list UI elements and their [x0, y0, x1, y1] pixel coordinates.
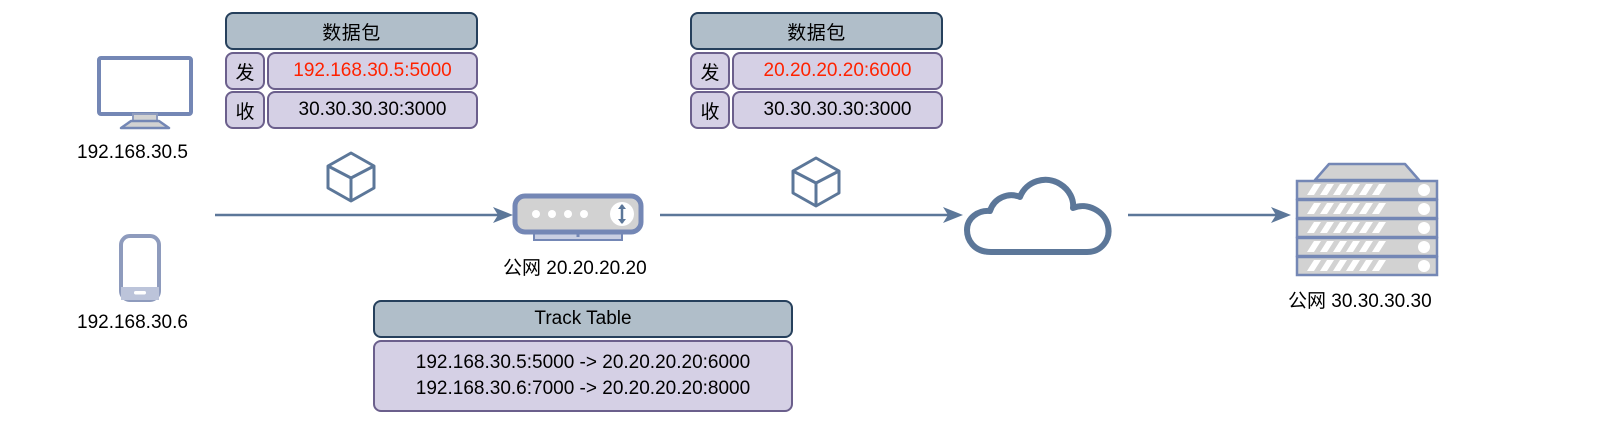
arrow-client-to-router: [215, 203, 515, 227]
packet-table-1-row-1-value: 30.30.30.30:3000: [267, 91, 478, 129]
track-table-body: 192.168.30.5:5000 -> 20.20.20.20:6000 19…: [373, 340, 793, 412]
server-rack-icon: [1293, 160, 1441, 278]
packet-cube-1-icon: [325, 150, 377, 203]
cloud-icon: [963, 170, 1118, 260]
track-table-entry-0: 192.168.30.5:5000 -> 20.20.20.20:6000: [415, 352, 751, 373]
arrow-router-to-cloud: [660, 203, 965, 227]
router-label: 公网 20.20.20.20: [503, 258, 647, 279]
packet-table-2-row-1-value: 30.30.30.30:3000: [732, 91, 943, 129]
packet-table-2-row-0-value: 20.20.20.20:6000: [732, 52, 943, 90]
packet-table-1-row-1-label: 收: [225, 91, 265, 129]
packet-cube-2-icon: [790, 155, 842, 208]
packet-table-1-header: 数据包: [225, 12, 478, 50]
arrow-cloud-to-server: [1128, 203, 1293, 227]
track-table-entry-1: 192.168.30.6:7000 -> 20.20.20.20:8000: [415, 378, 751, 399]
server-label: 公网 30.30.30.30: [1288, 291, 1432, 312]
packet-table-1-row-0-label: 发: [225, 52, 265, 90]
packet-table-1-row-0-value: 192.168.30.5:5000: [267, 52, 478, 90]
packet-table-2-row-0-label: 发: [690, 52, 730, 90]
desktop-ip-label: 192.168.30.5: [77, 142, 188, 163]
packet-table-2-header: 数据包: [690, 12, 943, 50]
phone-ip-label: 192.168.30.6: [77, 312, 188, 333]
monitor-icon: [95, 55, 195, 130]
track-table-header: Track Table: [373, 300, 793, 338]
router-icon: [512, 193, 644, 245]
smartphone-icon: [118, 233, 162, 303]
packet-table-2-row-1-label: 收: [690, 91, 730, 129]
